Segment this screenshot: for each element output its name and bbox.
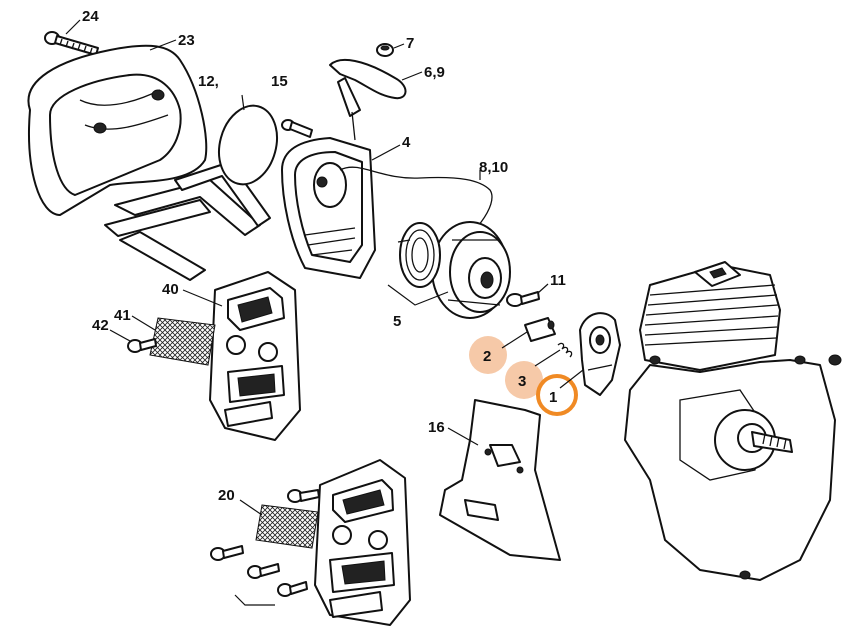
screw-20c[interactable] bbox=[247, 563, 280, 579]
rope-rotor-8-10[interactable] bbox=[431, 221, 511, 319]
label-23[interactable]: 23 bbox=[178, 32, 195, 49]
muffler-lower[interactable] bbox=[314, 459, 411, 626]
screw-20d[interactable] bbox=[277, 581, 308, 597]
screw-24[interactable] bbox=[44, 31, 99, 56]
starter-housing-4[interactable] bbox=[281, 137, 493, 279]
screw-15[interactable] bbox=[281, 119, 313, 138]
label-12[interactable]: 12, bbox=[198, 73, 219, 90]
engine-assembly bbox=[624, 261, 842, 581]
label-40[interactable]: 40 bbox=[162, 281, 179, 298]
gasket-plate-16[interactable] bbox=[439, 399, 561, 561]
mesh-20[interactable] bbox=[255, 504, 319, 549]
screw-20a[interactable] bbox=[287, 489, 320, 503]
screw-42[interactable] bbox=[127, 338, 157, 353]
label-3[interactable]: 3 bbox=[518, 373, 526, 390]
label-2[interactable]: 2 bbox=[483, 348, 491, 365]
label-42[interactable]: 42 bbox=[92, 317, 109, 334]
leader-7 bbox=[393, 43, 405, 49]
label-24[interactable]: 24 bbox=[82, 8, 99, 25]
label-16[interactable]: 16 bbox=[428, 419, 445, 436]
bracket-lower-screws bbox=[234, 594, 275, 606]
highlight-2[interactable] bbox=[469, 336, 507, 374]
label-8-10[interactable]: 8,10 bbox=[479, 159, 508, 176]
part-1-module[interactable] bbox=[579, 312, 621, 396]
grommet-7[interactable] bbox=[376, 43, 394, 57]
highlight-1-selected[interactable] bbox=[536, 374, 578, 416]
leader-20 bbox=[239, 499, 263, 516]
leader-2 bbox=[501, 331, 528, 349]
leader-23 bbox=[149, 39, 177, 51]
screw-11[interactable] bbox=[506, 291, 540, 307]
leader-40 bbox=[182, 289, 223, 307]
leader-41 bbox=[131, 315, 156, 331]
leader-24 bbox=[65, 19, 81, 35]
label-20[interactable]: 20 bbox=[218, 487, 235, 504]
leader-6-9 bbox=[401, 71, 423, 81]
highlight-3[interactable] bbox=[505, 361, 543, 399]
label-5[interactable]: 5 bbox=[393, 313, 401, 330]
starter-handle-6-9[interactable] bbox=[329, 58, 407, 141]
leader-16 bbox=[447, 427, 479, 446]
rewind-spring-5[interactable] bbox=[397, 222, 441, 288]
leader-1 bbox=[559, 369, 584, 389]
screw-20b[interactable] bbox=[210, 545, 244, 561]
label-11[interactable]: 11 bbox=[550, 272, 566, 289]
leader-12 bbox=[241, 94, 245, 111]
leader-4 bbox=[371, 144, 401, 161]
shroud-23[interactable] bbox=[27, 44, 271, 281]
part-2-plug[interactable] bbox=[524, 317, 556, 342]
label-6-9[interactable]: 6,9 bbox=[424, 64, 445, 81]
mesh-41[interactable] bbox=[149, 317, 216, 366]
gasket-12-15[interactable] bbox=[211, 99, 286, 191]
label-4[interactable]: 4 bbox=[402, 134, 411, 151]
label-41[interactable]: 41 bbox=[114, 307, 131, 324]
part-3-spring[interactable] bbox=[557, 342, 573, 358]
leader-11 bbox=[537, 283, 549, 294]
muffler-40[interactable] bbox=[209, 271, 301, 441]
leader-3 bbox=[534, 349, 561, 367]
label-15[interactable]: 15 bbox=[271, 73, 288, 90]
leader-42 bbox=[109, 329, 131, 342]
leader-5 bbox=[387, 284, 449, 306]
label-1[interactable]: 1 bbox=[549, 389, 557, 406]
label-7[interactable]: 7 bbox=[406, 35, 414, 52]
